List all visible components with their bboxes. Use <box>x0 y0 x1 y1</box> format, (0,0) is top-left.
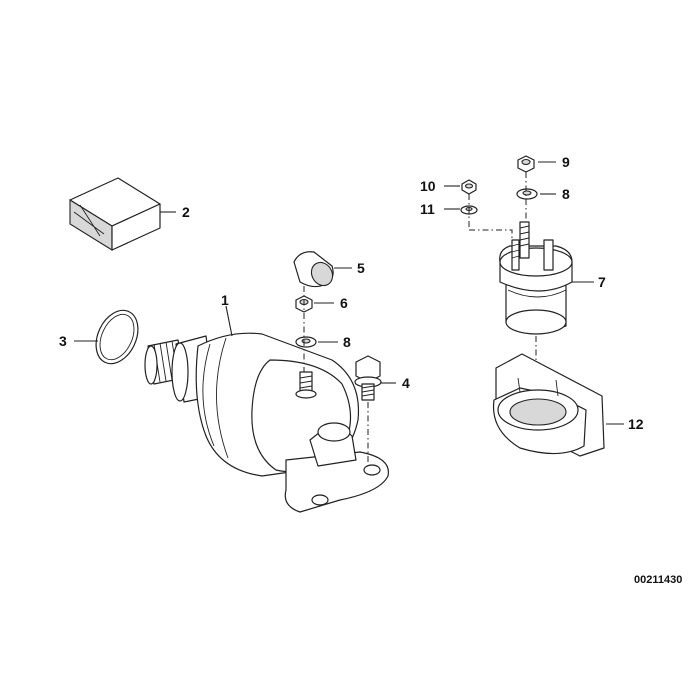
part-5-rubber-cap[interactable] <box>293 251 337 290</box>
callout-8-right: 8 <box>562 186 570 202</box>
callout-8-left: 8 <box>343 334 351 350</box>
callout-12: 12 <box>628 416 644 432</box>
part-7-relay[interactable] <box>499 221 573 335</box>
callout-11: 11 <box>420 201 435 217</box>
part-2-box[interactable] <box>69 177 161 251</box>
callout-2: 2 <box>182 204 190 220</box>
callout-6: 6 <box>340 295 348 311</box>
part-8-washer-left[interactable] <box>295 336 317 348</box>
callout-10: 10 <box>420 178 436 194</box>
leader-lines <box>74 161 624 425</box>
diagram-reference-number: 00211430 <box>634 574 682 586</box>
part-12-holder[interactable] <box>492 353 605 457</box>
callout-3: 3 <box>59 333 67 349</box>
part-1-starter-motor[interactable] <box>144 332 390 513</box>
callout-7: 7 <box>598 274 606 290</box>
callout-1: 1 <box>221 292 229 308</box>
part-4-bolt[interactable] <box>354 355 382 401</box>
part-3-o-ring[interactable] <box>88 304 146 371</box>
callout-4: 4 <box>402 375 410 391</box>
part-8-washer-right[interactable] <box>516 188 538 200</box>
callout-9: 9 <box>562 154 570 170</box>
part-10-small-nut[interactable] <box>461 179 477 195</box>
callout-5: 5 <box>357 260 365 276</box>
part-9-nut[interactable] <box>517 155 535 173</box>
